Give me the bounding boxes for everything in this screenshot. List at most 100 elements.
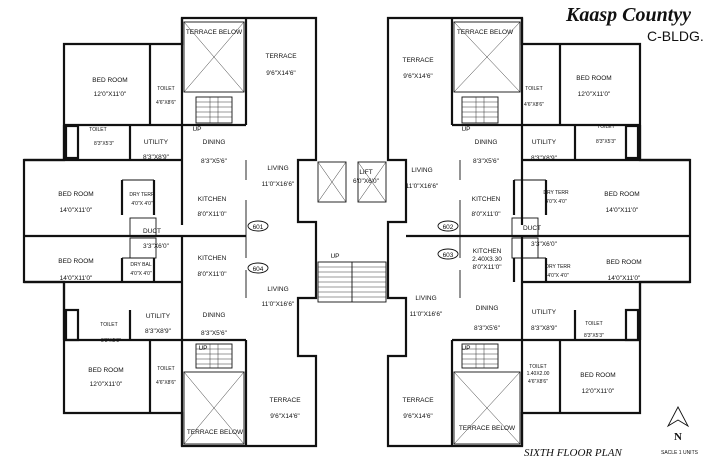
toilet-1-label-604: TOILET — [157, 366, 174, 372]
toilet-2-label-604: TOILET — [100, 322, 117, 328]
utility-label-602: UTILITY — [532, 139, 557, 146]
flat-no-601: 601 — [253, 224, 264, 231]
terrace-below-label-602: TERRACE BELOW — [457, 29, 514, 36]
bed-room-2-label-602: BED ROOM — [604, 191, 639, 198]
living-dim-601: 11'0"X16'6" — [262, 181, 295, 188]
utility-dim-603: 8'3"X8'9" — [531, 325, 558, 332]
dining-label-603: DINING — [476, 305, 499, 312]
stair-up-label: UP — [330, 253, 339, 260]
flat-603-walls — [450, 236, 690, 446]
toilet-1-dim-601: 4'6"X8'6" — [156, 100, 176, 106]
bed-room-1-label-603: BED ROOM — [580, 372, 615, 379]
north-arrow-icon: N — [666, 406, 690, 443]
bed-room-1-label-604: BED ROOM — [88, 367, 123, 374]
lift-shaft — [317, 161, 387, 203]
lift-dim: 6'0"X6'0" — [353, 178, 380, 185]
toilet-1-dim-1-603: 1.40X2.00 — [527, 371, 550, 377]
kitchen-dim-602: 8'0"X11'0" — [471, 211, 501, 218]
flat-no-602: 602 — [443, 224, 454, 231]
utility-label-604: UTILITY — [146, 313, 171, 320]
dry-terr-dim-601: 4'0"X 4'0" — [131, 201, 153, 207]
terrace-below-label-604: TERRACE BELOW — [187, 429, 244, 436]
toilet-2-dim-601: 8'3"X5'3" — [94, 141, 114, 147]
kitchen-label-601: KITCHEN — [198, 196, 227, 203]
dining-label-602: DINING — [475, 139, 498, 146]
staircase — [317, 261, 387, 303]
dry-terr-dim-602: 4'0"X 4'0" — [545, 199, 567, 205]
terrace-dim-602: 9'6"X14'6" — [403, 73, 433, 80]
dining-label-604: DINING — [203, 312, 226, 319]
bed-room-2-dim-602: 14'0"X11'0" — [606, 207, 639, 214]
north-letter: N — [674, 431, 682, 443]
terrace-dim-604: 9'6"X14'6" — [270, 413, 300, 420]
utility-dim-601: 8'3"X8'9" — [143, 154, 170, 161]
toilet-2-label-602: TOILET — [597, 124, 614, 130]
stair-up-602: UP — [461, 126, 470, 133]
kitchen-dim-604: 8'0"X11'0" — [197, 271, 227, 278]
duct-dim-602: 3'3"X6'0" — [531, 241, 558, 248]
dining-label-601: DINING — [203, 139, 226, 146]
stair-up-601: UP — [192, 126, 201, 133]
living-label-601: LIVING — [267, 165, 288, 172]
terrace-below-603 — [453, 343, 521, 445]
dry-terr-label-603: DRY TERR — [545, 264, 571, 270]
stair-up-604: UP — [198, 345, 207, 352]
dry-terr-label-601: DRY TERR — [129, 192, 155, 198]
building-label: C-BLDG. — [647, 28, 704, 44]
living-dim-602: 11'0"X16'6" — [406, 183, 439, 190]
dining-dim-602: 8'3"X5'6" — [473, 158, 500, 165]
terrace-label-603: TERRACE — [402, 397, 434, 404]
bed-room-1-dim-604: 12'0"X11'0" — [90, 381, 123, 388]
terrace-below-label-603: TERRACE BELOW — [459, 425, 516, 432]
toilet-1-dim-602: 4'6"X8'6" — [524, 102, 544, 108]
bed-room-2-dim-604: 14'0"X11'0" — [60, 275, 93, 282]
bed-room-1-dim-603: 12'0"X11'0" — [582, 388, 615, 395]
terrace-dim-601: 9'6"X14'6" — [266, 70, 296, 77]
project-title: Kaasp Countyy — [566, 4, 692, 26]
flat-no-603: 603 — [443, 252, 454, 259]
toilet-2-dim-602: 8'3"X5'3" — [596, 139, 616, 145]
flat-no-604: 604 — [253, 266, 264, 273]
bed-room-2-dim-601: 14'0"X11'0" — [60, 207, 93, 214]
duct-label-602: DUCT — [523, 225, 541, 232]
living-label-603: LIVING — [415, 295, 436, 302]
toilet-1-label-603: TOILET — [529, 364, 546, 370]
toilet-2-label-601: TOILET — [89, 127, 106, 133]
kitchen-dim-601: 8'0"X11'0" — [197, 211, 227, 218]
bed-room-2-dim-603: 14'0"X11'0" — [608, 275, 641, 282]
dry-bal-label-604: DRY BAL — [130, 262, 151, 268]
bed-room-1-label-601: BED ROOM — [92, 77, 127, 84]
utility-dim-604: 8'3"X8'9" — [145, 328, 172, 335]
terrace-below-label-601: TERRACE BELOW — [186, 29, 243, 36]
terrace-below-601 — [183, 21, 245, 124]
kitchen-dim-603: 8'0"X11'0" — [472, 264, 502, 271]
terrace-label-601: TERRACE — [265, 53, 297, 60]
utility-dim-602: 8'3"X8'9" — [531, 155, 558, 162]
toilet-1-dim-604: 4'6"X8'6" — [156, 380, 176, 386]
toilet-1-label-602: TOILET — [525, 86, 542, 92]
lift-label: LIFT — [359, 169, 372, 176]
duct-dim-601: 3'3"X6'0" — [143, 243, 170, 250]
dining-dim-603: 8'3"X5'6" — [474, 325, 501, 332]
kitchen-label-602: KITCHEN — [472, 196, 501, 203]
toilet-2-dim-603: 8'3"X5'3" — [584, 333, 604, 339]
scale-label: SACLE 1 UNITS — [661, 450, 698, 456]
toilet-2-label-603: TOILET — [585, 321, 602, 327]
terrace-dim-603: 9'6"X14'6" — [403, 413, 433, 420]
flat-number-bubbles — [247, 220, 459, 274]
living-label-604: LIVING — [267, 286, 288, 293]
utility-label-601: UTILITY — [144, 139, 169, 146]
stair-up-603: UP — [461, 345, 470, 352]
living-dim-604: 11'0"X16'6" — [262, 301, 295, 308]
duct-label-601: DUCT — [143, 228, 161, 235]
bed-room-2-label-604: BED ROOM — [58, 258, 93, 265]
bed-room-1-dim-602: 12'0"X11'0" — [578, 91, 611, 98]
bed-room-1-dim-601: 12'0"X11'0" — [94, 91, 127, 98]
toilet-2-dim-604: 8'3"X5'3" — [101, 338, 121, 344]
terrace-label-604: TERRACE — [269, 397, 301, 404]
terrace-label-602: TERRACE — [402, 57, 434, 64]
flat-604-walls — [24, 236, 248, 446]
kitchen-label-603: KITCHEN — [473, 248, 502, 255]
dry-terr-dim-603: 4'0"X 4'0" — [547, 273, 569, 279]
